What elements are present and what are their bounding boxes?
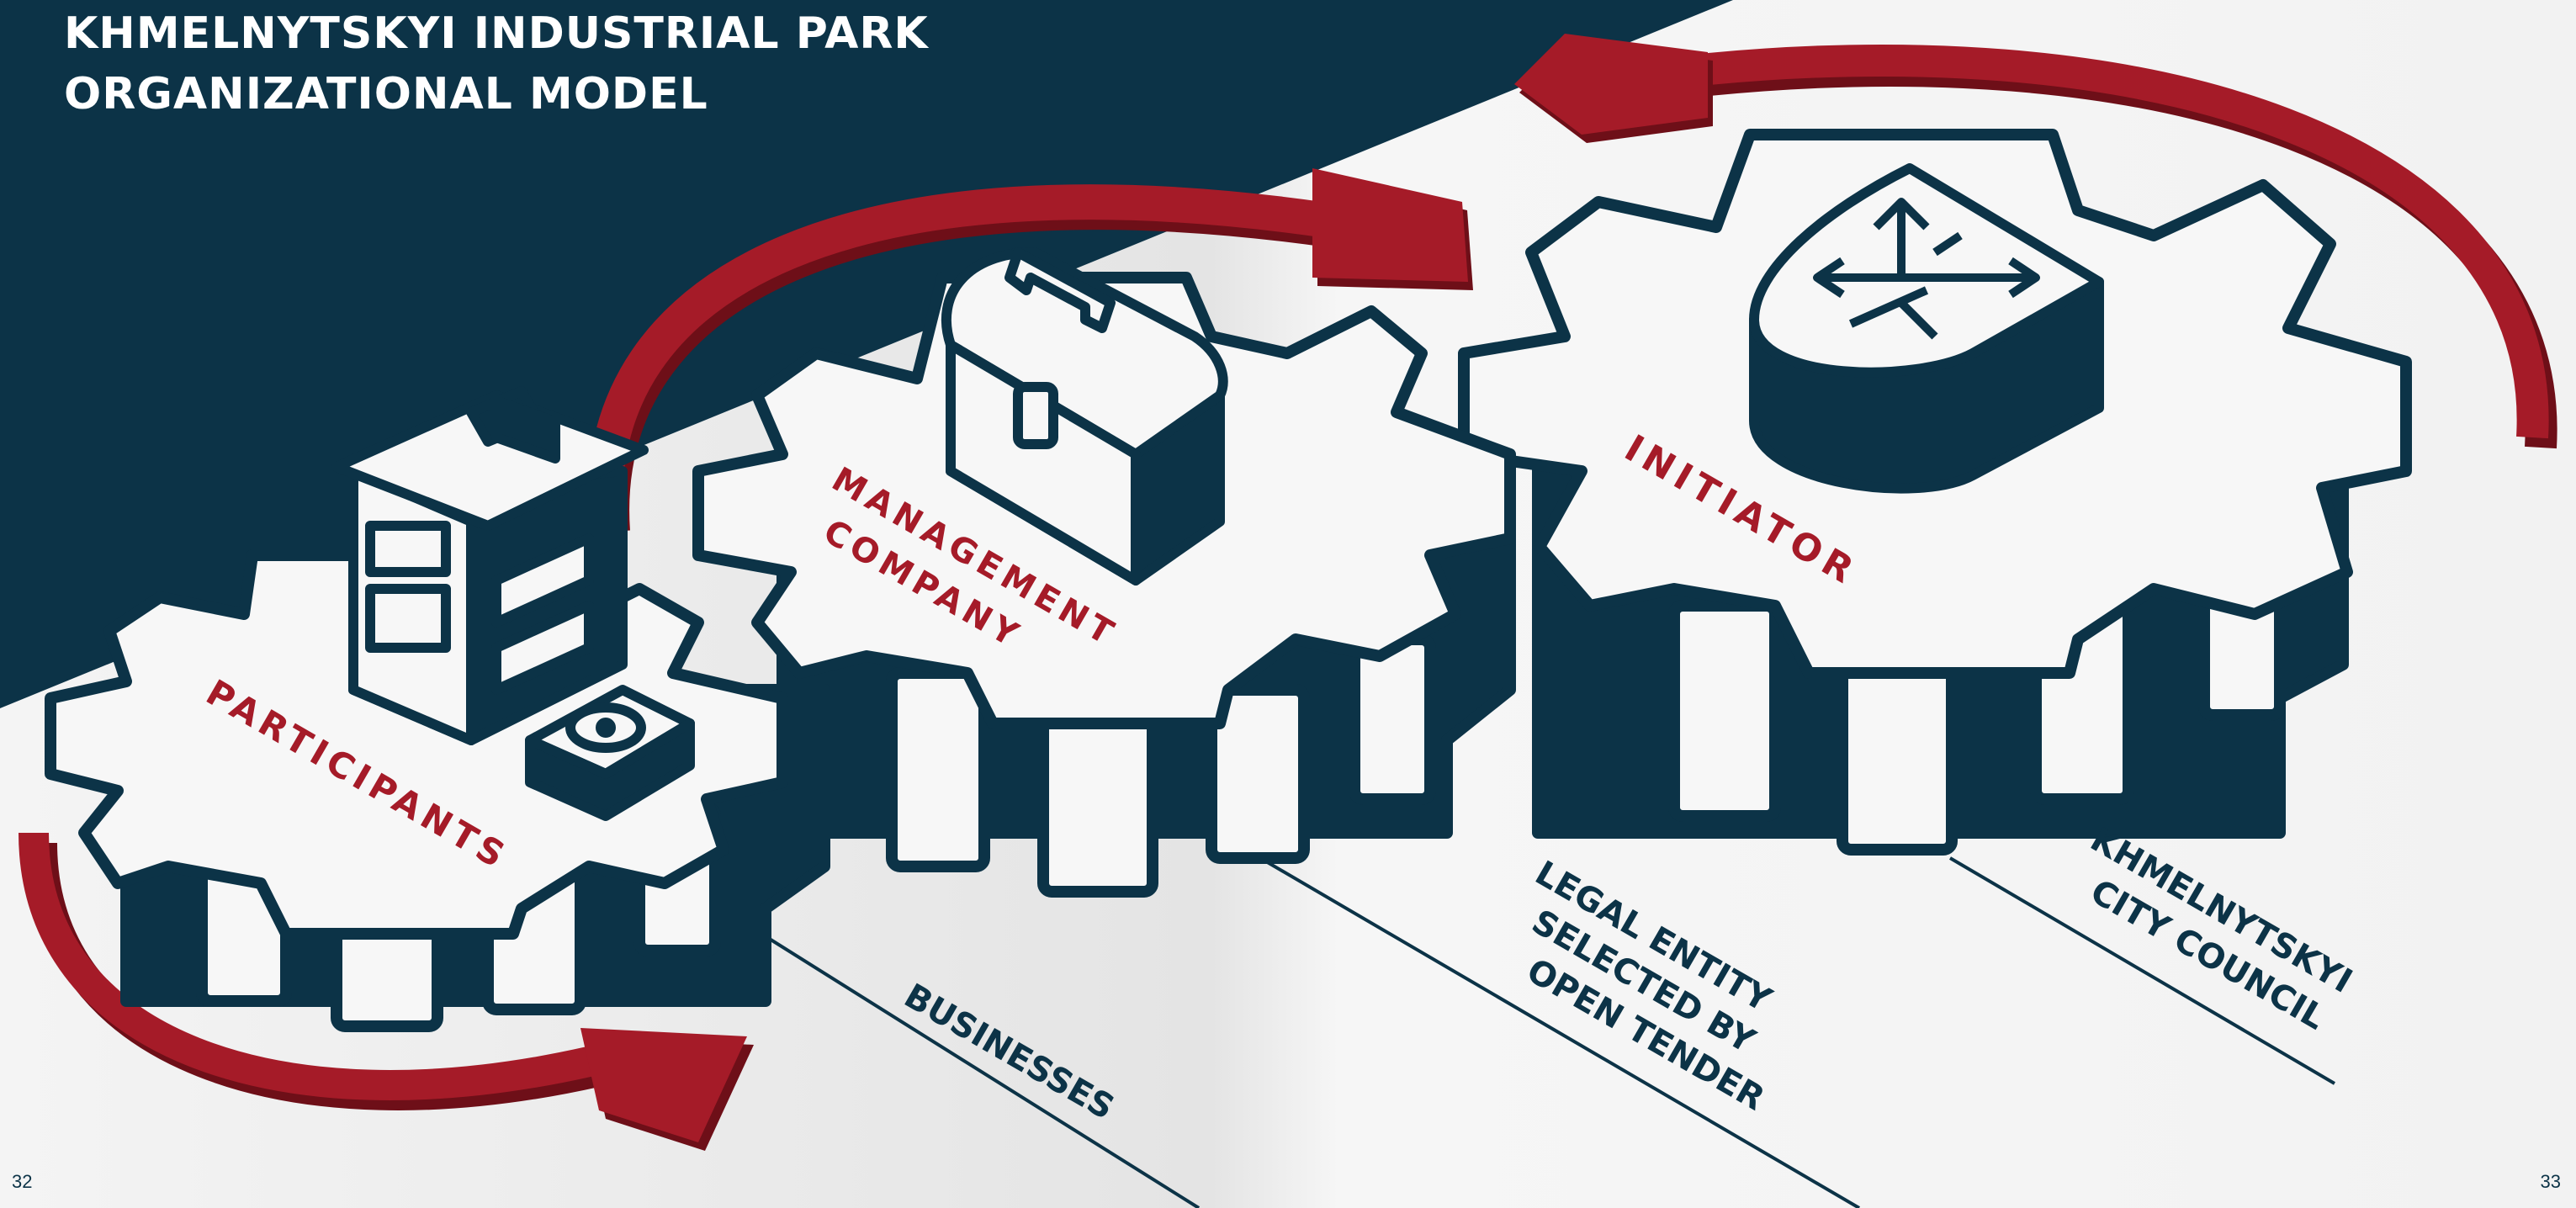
arrow-initiator-loop [1514, 34, 2557, 449]
coat-of-arms-shield-icon [1749, 163, 2104, 494]
page-number-left: 32 [12, 1171, 33, 1192]
arrow-participants-to-initiator [587, 168, 1473, 533]
page-title: KHMELNYTSKYI INDUSTRIAL PARK ORGANIZATIO… [64, 3, 929, 125]
arrow-participants-loop [19, 832, 754, 1151]
briefcase-icon [941, 247, 1228, 585]
factory-icon [331, 386, 695, 821]
leader-line-city-council [1948, 856, 2336, 1085]
page-number-right: 33 [2540, 1171, 2561, 1192]
title-line-2: ORGANIZATIONAL MODEL [64, 69, 708, 119]
title-line-1: KHMELNYTSKYI INDUSTRIAL PARK [64, 8, 929, 59]
leader-line-businesses [760, 932, 1201, 1208]
leader-line-legal-entity [1208, 827, 1861, 1208]
